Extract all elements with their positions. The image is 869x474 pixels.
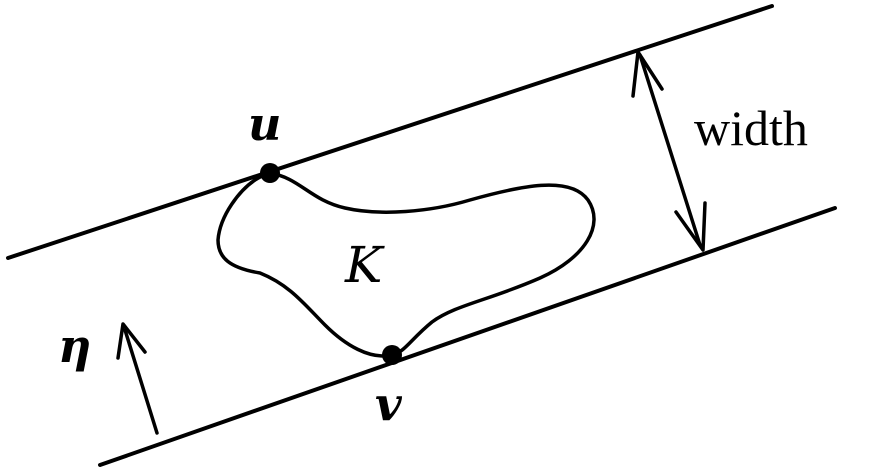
label-u: u xyxy=(248,97,281,151)
label-width: width xyxy=(694,100,808,156)
label-v: v xyxy=(375,377,403,431)
point-v xyxy=(382,345,402,365)
point-u xyxy=(260,163,280,183)
lower-support-line xyxy=(98,206,837,467)
width-double-arrow xyxy=(631,50,707,252)
normal-eta-arrow xyxy=(116,322,159,435)
label-eta: η xyxy=(58,319,91,373)
upper-support-line xyxy=(6,4,774,260)
label-k: K xyxy=(344,236,385,294)
body-k-outline xyxy=(216,171,596,358)
